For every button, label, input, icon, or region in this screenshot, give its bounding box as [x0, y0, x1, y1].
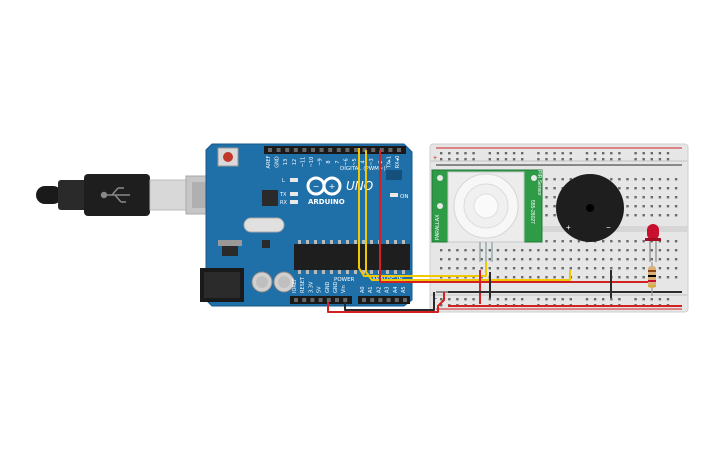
header-pin[interactable] [378, 298, 383, 302]
on-led [390, 193, 398, 197]
header-pin[interactable] [285, 148, 290, 152]
header-pin[interactable] [268, 148, 272, 152]
pin-label: GND [275, 156, 281, 168]
header-pin[interactable] [302, 148, 307, 152]
pin-label: GND [325, 281, 331, 293]
pin-label: TX▸1 [386, 156, 392, 169]
header-pin[interactable] [354, 148, 358, 152]
brand-label: ARDUINO [308, 198, 345, 206]
header-pin[interactable] [311, 148, 315, 152]
pin-label: 5V [317, 286, 323, 293]
pin-label: 3.3V [308, 281, 314, 293]
on-label: ON [400, 194, 408, 200]
header-pin[interactable] [326, 298, 331, 302]
buzzer-plus-label: + [566, 223, 571, 232]
pin-label: ~10 [309, 157, 315, 168]
led-label-tx: TX [279, 192, 287, 198]
pin-label: A0 [360, 286, 366, 293]
led-label-l: L [282, 178, 285, 184]
header-pin[interactable] [293, 148, 298, 152]
pin-label: 13 [283, 159, 289, 165]
analog-header [358, 296, 410, 304]
header-pin[interactable] [388, 148, 393, 152]
pin-label: ~3 [369, 158, 375, 165]
wire-black-gnd[interactable] [344, 292, 435, 311]
resistor[interactable] [648, 262, 656, 296]
header-pin[interactable] [294, 298, 298, 302]
pir-right-label: 555-28027 [529, 200, 535, 224]
header-pin[interactable] [386, 298, 391, 302]
header-pin[interactable] [379, 148, 384, 152]
header-pin[interactable] [336, 148, 341, 152]
pin-label: A2 [376, 286, 382, 293]
header-pin[interactable] [397, 148, 401, 152]
pir-right-label2: PIR Sensor [536, 170, 542, 196]
wires [327, 148, 682, 313]
pin-label: ~5 [352, 158, 358, 165]
wire-red-5v[interactable] [327, 292, 445, 313]
header-pin[interactable] [302, 298, 307, 302]
header-pin[interactable] [343, 298, 348, 302]
digital-header [264, 146, 406, 154]
header-pin[interactable] [362, 298, 366, 302]
pin-label: 8 [326, 160, 332, 163]
pin-label: AREF [266, 155, 272, 168]
usb-chip [262, 190, 278, 206]
pin-label: GND [333, 281, 339, 293]
header-pin[interactable] [276, 148, 281, 152]
header-pin[interactable] [370, 298, 375, 302]
buzzer-minus-label: − [606, 223, 611, 232]
pin-label: Vin [341, 285, 347, 293]
led-label-rx: RX [280, 200, 287, 206]
header-pin[interactable] [345, 148, 350, 152]
pir-left-label: PARALLAX [435, 214, 441, 240]
svg-text:−: − [313, 182, 320, 191]
arduino-logo: − + [306, 176, 342, 196]
header-pin[interactable] [362, 148, 367, 152]
pin-label: RX◂0 [395, 156, 401, 169]
crystal [243, 217, 285, 233]
pin-label: RESET [300, 276, 306, 293]
digital-label: DIGITAL (PWM~) [340, 166, 386, 172]
piezo-buzzer[interactable]: + − [556, 174, 624, 242]
pin-label: ~6 [343, 158, 349, 165]
header-pin[interactable] [310, 298, 315, 302]
pin-label: ~9 [318, 158, 324, 165]
pin-label: A1 [368, 286, 374, 293]
pin-label: 7 [335, 160, 341, 163]
wire-yellow-buzzer[interactable] [365, 150, 571, 281]
header-pin[interactable] [319, 148, 324, 152]
pin-label: IOREF [292, 278, 298, 293]
pir-sensor[interactable]: PARALLAX 555-28027 PIR Sensor [431, 169, 543, 262]
header-pin[interactable] [328, 148, 333, 152]
pin-label: A3 [385, 286, 391, 293]
header-pin[interactable] [318, 298, 323, 302]
atmega-chip [294, 244, 410, 270]
red-led[interactable] [645, 224, 661, 262]
pin-label: 12 [292, 159, 298, 165]
wire-red-led[interactable] [379, 150, 648, 283]
header-pin[interactable] [394, 298, 399, 302]
pin-label: ~11 [300, 157, 306, 168]
header-pin[interactable] [371, 148, 376, 152]
pin-label: A5 [401, 286, 407, 293]
wire-yellow-pin[interactable] [358, 148, 487, 277]
header-pin[interactable] [403, 298, 407, 302]
rail-minus-label: − [433, 296, 437, 303]
pin-label: A4 [393, 286, 399, 293]
power-label: POWER [334, 277, 355, 283]
svg-text:+: + [329, 182, 336, 191]
rail-plus-label: + [433, 155, 437, 162]
pin-label: 4 [361, 160, 367, 163]
header-pin[interactable] [335, 298, 339, 302]
usb-icon [100, 187, 130, 203]
